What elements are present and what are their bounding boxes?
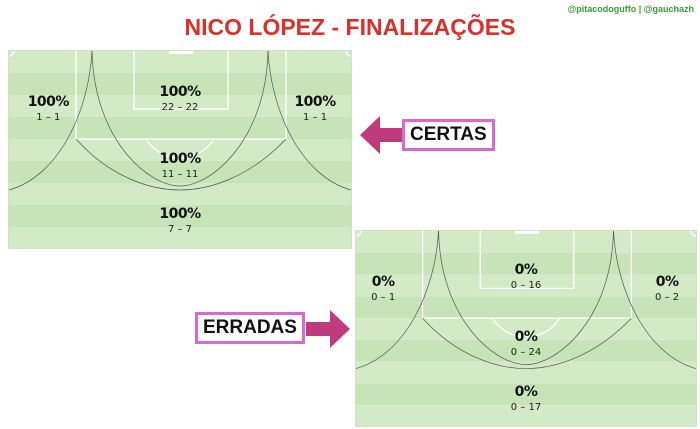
zone-count: 0 – 16	[510, 280, 542, 291]
pitch-stripe	[356, 361, 696, 384]
zone-pct: 100%	[159, 151, 201, 167]
zone-count: 22 – 22	[161, 102, 199, 113]
certas-label: CERTAS	[402, 119, 495, 151]
pitch-stripe	[9, 227, 351, 248]
zone-right: 0% 0 – 2	[655, 274, 679, 303]
zone-pct: 0%	[514, 262, 538, 278]
penalty-arc	[491, 317, 561, 338]
zone-arc-right	[267, 51, 351, 191]
pitch-stripe	[9, 117, 351, 139]
zone-middle: 0% 0 – 24	[511, 329, 541, 358]
zone-arc-left	[9, 51, 93, 191]
zone-arc-right	[613, 231, 696, 369]
zone-count: 1 – 1	[303, 112, 328, 123]
zone-right: 100% 1 – 1	[294, 94, 336, 123]
goal-area	[133, 51, 229, 110]
arrow-right-icon	[306, 310, 350, 348]
zone-pct: 0%	[514, 384, 538, 400]
pitch-stripe	[9, 51, 351, 73]
pitch-lines	[356, 231, 696, 426]
pitch-stripe	[356, 318, 696, 340]
pitch-stripe	[356, 274, 696, 297]
credit: @pitacodoguffo | @gauchazh	[567, 4, 694, 14]
pitch-stripe	[356, 383, 696, 406]
zone-pct: 0%	[655, 274, 679, 290]
zone-center-top: 100% 22 – 22	[159, 84, 201, 113]
penalty-box	[421, 231, 633, 319]
zone-pct: 0%	[371, 274, 395, 290]
zone-arc-middle	[422, 317, 632, 369]
zone-count: 7 – 7	[167, 224, 193, 235]
goal-area	[479, 231, 575, 290]
zone-count: 1 – 1	[36, 112, 61, 123]
zone-middle: 100% 11 – 11	[159, 151, 201, 180]
pitch-stripe	[9, 139, 351, 161]
pitch-stripe	[9, 161, 351, 183]
zone-pct: 0%	[514, 329, 538, 345]
zone-arc-top	[91, 51, 269, 187]
pitch-stripe	[9, 205, 351, 227]
zone-count: 0 – 2	[655, 292, 680, 303]
arrow-left-icon	[360, 116, 404, 154]
zone-bottom: 100% 7 – 7	[159, 206, 201, 235]
zone-count: 0 – 1	[371, 292, 396, 303]
pitch-stripe	[9, 183, 351, 205]
zone-pct: 100%	[159, 84, 201, 100]
zone-count: 11 – 11	[161, 169, 199, 180]
zone-arc-left	[356, 231, 439, 369]
zone-count: 0 – 17	[510, 402, 542, 413]
page-title: NICO LÓPEZ - FINALIZAÇÕES	[184, 14, 516, 40]
pitch-lines	[9, 51, 351, 248]
pitch-stripe	[356, 405, 696, 426]
zone-arc-top	[438, 231, 614, 365]
zone-center-top: 0% 0 – 16	[511, 262, 541, 291]
pitch-certas: 100% 1 – 1 100% 22 – 22 100% 1 – 1 100% 11 –…	[8, 50, 352, 249]
pitch-stripe	[356, 339, 696, 362]
zone-bottom: 0% 0 – 17	[511, 384, 541, 413]
pitch-stripe	[9, 95, 351, 117]
zone-left: 100% 1 – 1	[27, 94, 70, 123]
zone-left: 0% 0 – 1	[371, 274, 395, 303]
zone-arc-middle	[75, 138, 287, 191]
zone-pct: 100%	[159, 206, 201, 222]
erradas-label: ERRADAS	[195, 312, 305, 344]
pitch-erradas: 0% 0 – 1 0% 0 – 16 0% 0 – 2 0% 0 – 24 0% 0 – …	[355, 230, 697, 427]
zone-count: 0 – 24	[510, 347, 542, 358]
penalty-arc	[145, 138, 215, 159]
pitch-stripe	[356, 296, 696, 319]
zone-pct: 100%	[27, 94, 70, 110]
penalty-box	[75, 51, 287, 140]
pitch-stripe	[356, 231, 696, 253]
zone-pct: 100%	[294, 94, 336, 110]
